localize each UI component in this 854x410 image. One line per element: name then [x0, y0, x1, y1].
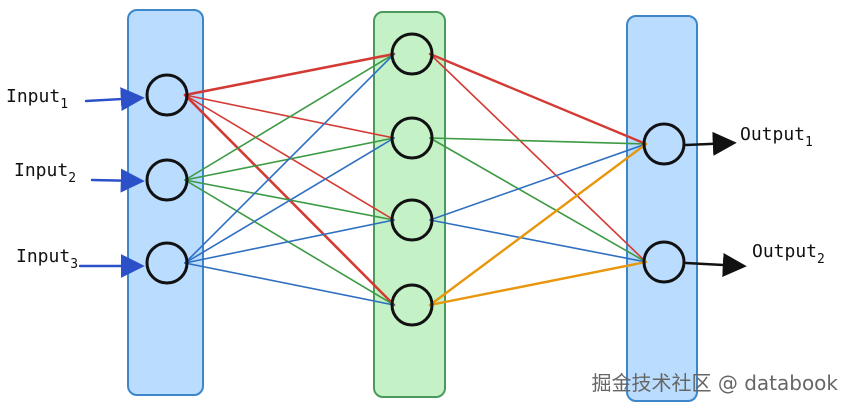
edge-hidden4-output2	[428, 260, 648, 307]
connections	[183, 52, 648, 307]
input-node-2	[145, 158, 189, 202]
edge-hidden2-output1	[429, 137, 647, 145]
edge-hidden4-output1	[428, 142, 648, 307]
hidden-node-1	[390, 32, 434, 76]
edge-input2-hidden1	[184, 53, 395, 181]
edge-input3-hidden3	[184, 219, 395, 264]
output-arrow-2	[684, 252, 747, 277]
output-node-1	[642, 122, 686, 166]
nodes	[145, 32, 686, 327]
input-node-1	[145, 73, 189, 117]
io-arrows	[78, 87, 747, 278]
input-node-3	[145, 241, 189, 285]
hidden-node-4	[390, 283, 434, 327]
edge-hidden2-output2	[429, 137, 647, 263]
edge-hidden1-output1	[428, 52, 648, 146]
output-arrow-1	[684, 131, 737, 156]
edge-input2-hidden4	[184, 179, 395, 306]
input-arrow-1	[84, 87, 145, 112]
edge-input3-hidden4	[184, 262, 395, 306]
watermark: 掘金技术社区 @ databook	[591, 371, 838, 395]
hidden-node-2	[390, 116, 434, 160]
input-label-3: Input3	[16, 246, 78, 272]
output-layer-panel	[626, 15, 698, 402]
edge-hidden3-output1	[429, 143, 647, 221]
edge-input3-hidden2	[184, 137, 395, 264]
hidden-layer-panel	[373, 11, 446, 398]
edge-hidden3-output2	[429, 219, 647, 263]
input-label-2: Input2	[14, 160, 76, 186]
edge-input1-hidden1	[183, 52, 396, 97]
output-label-1: Output1	[740, 124, 813, 150]
output-label-2: Output2	[752, 241, 825, 267]
input-label-1: Input1	[6, 86, 68, 112]
edge-input3-hidden1	[184, 53, 395, 264]
output-node-2	[642, 240, 686, 284]
edge-hidden1-output2	[429, 53, 647, 263]
input-layer-panel	[127, 9, 204, 396]
input-arrow-2	[90, 168, 145, 193]
hidden-node-3	[390, 198, 434, 242]
